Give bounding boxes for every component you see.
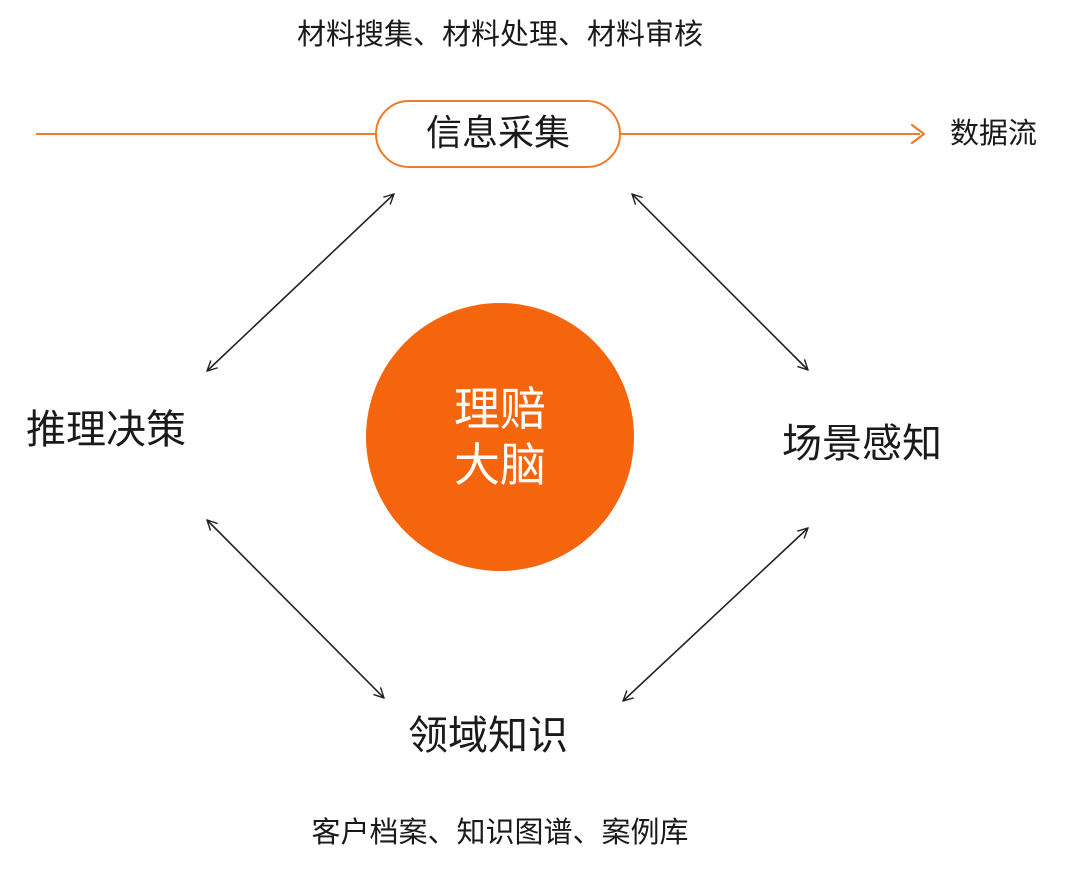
node-domain-knowledge: 领域知识	[408, 713, 568, 759]
node-info-collection: 信息采集	[375, 100, 621, 168]
connector-top-left	[207, 194, 394, 371]
center-label-line2: 大脑	[454, 438, 546, 492]
connector-bottom-right	[623, 528, 808, 701]
top-caption: 材料搜集、材料处理、材料审核	[296, 17, 703, 51]
bottom-caption: 客户档案、知识图谱、案例库	[311, 815, 689, 849]
node-scene-perception: 场景感知	[782, 421, 942, 467]
connector-top-right	[632, 194, 808, 370]
data-flow-line-right	[620, 133, 920, 135]
arrow-right-icon	[910, 123, 926, 145]
node-reasoning-decision: 推理决策	[26, 407, 186, 453]
center-claims-brain: 理赔 大脑	[366, 303, 634, 571]
data-flow-line-left	[36, 133, 376, 135]
center-label-line1: 理赔	[454, 381, 546, 436]
data-flow-label: 数据流	[950, 116, 1038, 150]
connector-bottom-left	[207, 520, 384, 698]
node-info-collection-label: 信息采集	[425, 113, 570, 154]
